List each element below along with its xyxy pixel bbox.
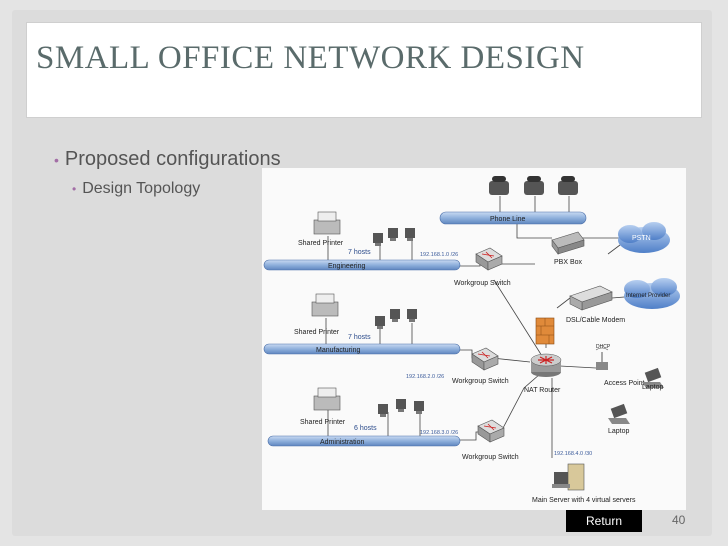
hosts-label-2: 7 hosts — [348, 334, 371, 341]
bullet-dot-icon: • — [72, 182, 77, 196]
switch-label-2: Workgroup Switch — [452, 378, 509, 385]
shared-printer-label-2: Shared Printer — [294, 329, 340, 336]
computer-icon — [373, 228, 415, 246]
bullet-dot-icon: • — [54, 152, 59, 168]
network-diagram-svg: Phone Line PBX Box PSTN Internet Pr — [263, 176, 680, 504]
computer-icon — [375, 309, 417, 329]
printer-icon — [311, 293, 339, 317]
printer-icon — [313, 211, 341, 235]
return-button[interactable]: Return — [566, 510, 642, 532]
engineering-bus — [263, 259, 461, 271]
phone-line-bus — [439, 211, 587, 225]
bus-label-1: Engineering — [328, 263, 365, 270]
subnet-label-1: 192.168.1.0 /26 — [420, 252, 458, 258]
switch-icon — [475, 247, 503, 271]
laptop-icon — [608, 367, 664, 424]
subnet-label-2: 192.168.2.0 /26 — [406, 374, 444, 380]
bus-label-3: Administration — [320, 439, 364, 446]
modem-label: DSL/Cable Modem — [566, 317, 625, 324]
administration-bus — [267, 435, 461, 447]
bullet-level2: • Design Topology — [72, 180, 200, 198]
connection-lines — [325, 196, 638, 458]
isp-cloud-icon — [624, 278, 680, 309]
phone-icon — [489, 176, 578, 195]
computer-icon — [378, 399, 424, 417]
server-subnet: 192.168.4.0 /30 — [554, 451, 592, 457]
page-number: 40 — [672, 513, 686, 527]
firewall-icon — [535, 317, 555, 345]
isp-label: Internet Provider — [626, 293, 670, 299]
shared-printer-label-1: Shared Printer — [298, 240, 344, 247]
modem-icon — [569, 285, 613, 311]
hosts-label-1: 7 hosts — [348, 249, 371, 256]
router-label: NAT Router — [524, 387, 561, 394]
subnet-label-3: 192.168.3.0 /26 — [420, 430, 458, 436]
pbx-label: PBX Box — [554, 259, 583, 266]
printer-icon — [313, 387, 341, 411]
bus-label-2: Manufacturing — [316, 347, 360, 354]
bullet-level1: • Proposed configurations — [54, 148, 281, 171]
bullet-level1-text: Proposed configurations — [64, 148, 281, 170]
pstn-label: PSTN — [632, 235, 651, 242]
server-label: Main Server with 4 virtual servers — [532, 497, 636, 504]
switch-icon — [471, 347, 499, 371]
pstn-cloud-icon — [618, 222, 670, 253]
server-icon — [552, 463, 585, 491]
phone-line-label: Phone Line — [490, 216, 526, 223]
router-icon — [530, 353, 562, 377]
manufacturing-bus — [263, 343, 461, 355]
network-diagram: Phone Line PBX Box PSTN Internet Pr — [262, 168, 686, 510]
switch-label-1: Workgroup Switch — [454, 280, 511, 287]
pbx-icon — [551, 231, 585, 255]
dhcp-label: DHCP — [596, 344, 611, 350]
laptop-label-2: Laptop — [608, 428, 630, 435]
laptop-label-1: Laptop — [642, 384, 664, 391]
switch-icon — [477, 419, 505, 443]
bullet-level2-text: Design Topology — [82, 180, 201, 197]
shared-printer-label-3: Shared Printer — [300, 419, 346, 426]
title-box — [26, 22, 702, 118]
access-point-label: Access Point — [604, 380, 645, 387]
slide-title: SMALL OFFICE NETWORK DESIGN — [36, 40, 585, 76]
hosts-label-3: 6 hosts — [354, 425, 377, 432]
access-point-icon — [595, 347, 609, 370]
switch-label-3: Workgroup Switch — [462, 454, 519, 461]
